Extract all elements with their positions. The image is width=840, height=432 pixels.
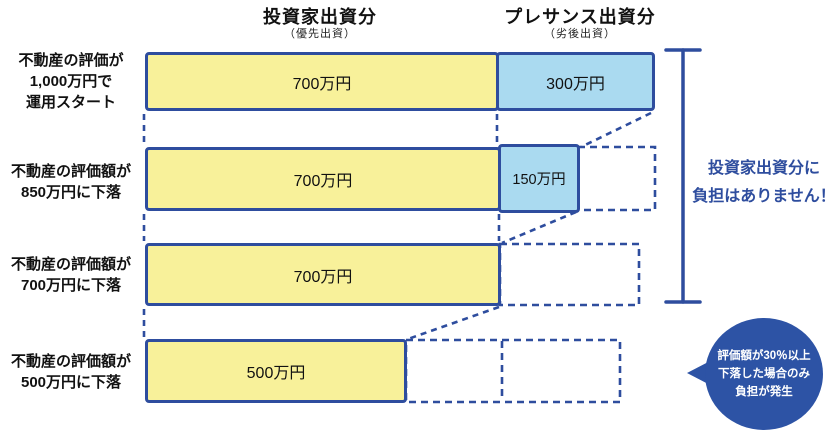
ghost-box-row2 — [576, 145, 657, 212]
bubble-line: 負担が発生 — [735, 386, 793, 398]
ghost-box-row3 — [498, 242, 641, 307]
bar-row2-presance: 150万円 — [498, 144, 580, 213]
investor-column-subtitle: （優先出資） — [284, 28, 356, 40]
scenario-line: 700万円に下落 — [20, 277, 122, 294]
bar-row4-investor: 500万円 — [145, 339, 407, 403]
ghost-box-row4 — [404, 338, 622, 404]
scenario-line: 500万円に下落 — [20, 374, 122, 391]
scenario-line: 不動産の評価が — [18, 52, 124, 69]
bar-row2-investor: 700万円 — [145, 147, 501, 211]
bar-value: 700万円 — [293, 173, 353, 190]
scenario-line: 不動産の評価額が — [10, 353, 131, 370]
scenario-line: 1,000万円で — [29, 73, 113, 90]
scenario-line: 運用スタート — [25, 94, 116, 111]
bar-value: 500万円 — [246, 365, 306, 382]
scenario-line: 不動産の評価額が — [10, 163, 131, 180]
scenario-line: 850万円に下落 — [20, 184, 122, 201]
bar-row1-presance: 300万円 — [496, 52, 655, 111]
bar-value: 700万円 — [292, 75, 352, 93]
scenario-label-700: 不動産の評価額が 700万円に下落 — [0, 254, 142, 296]
presance-column-subtitle: （劣後出資） — [544, 28, 616, 40]
bubble-line: 評価額が30％以上 — [717, 350, 811, 362]
bar-row3-investor: 700万円 — [145, 243, 501, 306]
burden-condition-bubble: 評価額が30％以上 下落した場合のみ 負担が発生 — [705, 318, 823, 430]
diagonal-connector-3 — [407, 305, 500, 341]
scenario-label-850: 不動産の評価額が 850万円に下落 — [0, 161, 142, 203]
scenario-label-start: 不動産の評価が 1,000万円で 運用スタート — [0, 50, 142, 113]
bar-value: 300万円 — [546, 75, 605, 93]
investor-column-title: 投資家出資分 — [263, 7, 377, 27]
diagonal-connector-1 — [580, 111, 652, 149]
bubble-line: 下落した場合のみ — [718, 368, 810, 380]
note-line: 負担はありません！ — [692, 188, 836, 205]
bar-value: 150万円 — [512, 172, 566, 188]
scenario-label-500: 不動産の評価額が 500万円に下落 — [0, 351, 142, 393]
note-line: 投資家出資分に — [707, 160, 820, 177]
diagonal-connector-2 — [501, 210, 577, 245]
bar-value: 700万円 — [293, 268, 353, 286]
presance-column-title: プレサンス出資分 — [504, 7, 656, 27]
bar-row1-investor: 700万円 — [145, 52, 499, 111]
scenario-line: 不動産の評価額が — [10, 256, 131, 273]
no-burden-note: 投資家出資分に 負担はありません！ — [688, 155, 840, 211]
